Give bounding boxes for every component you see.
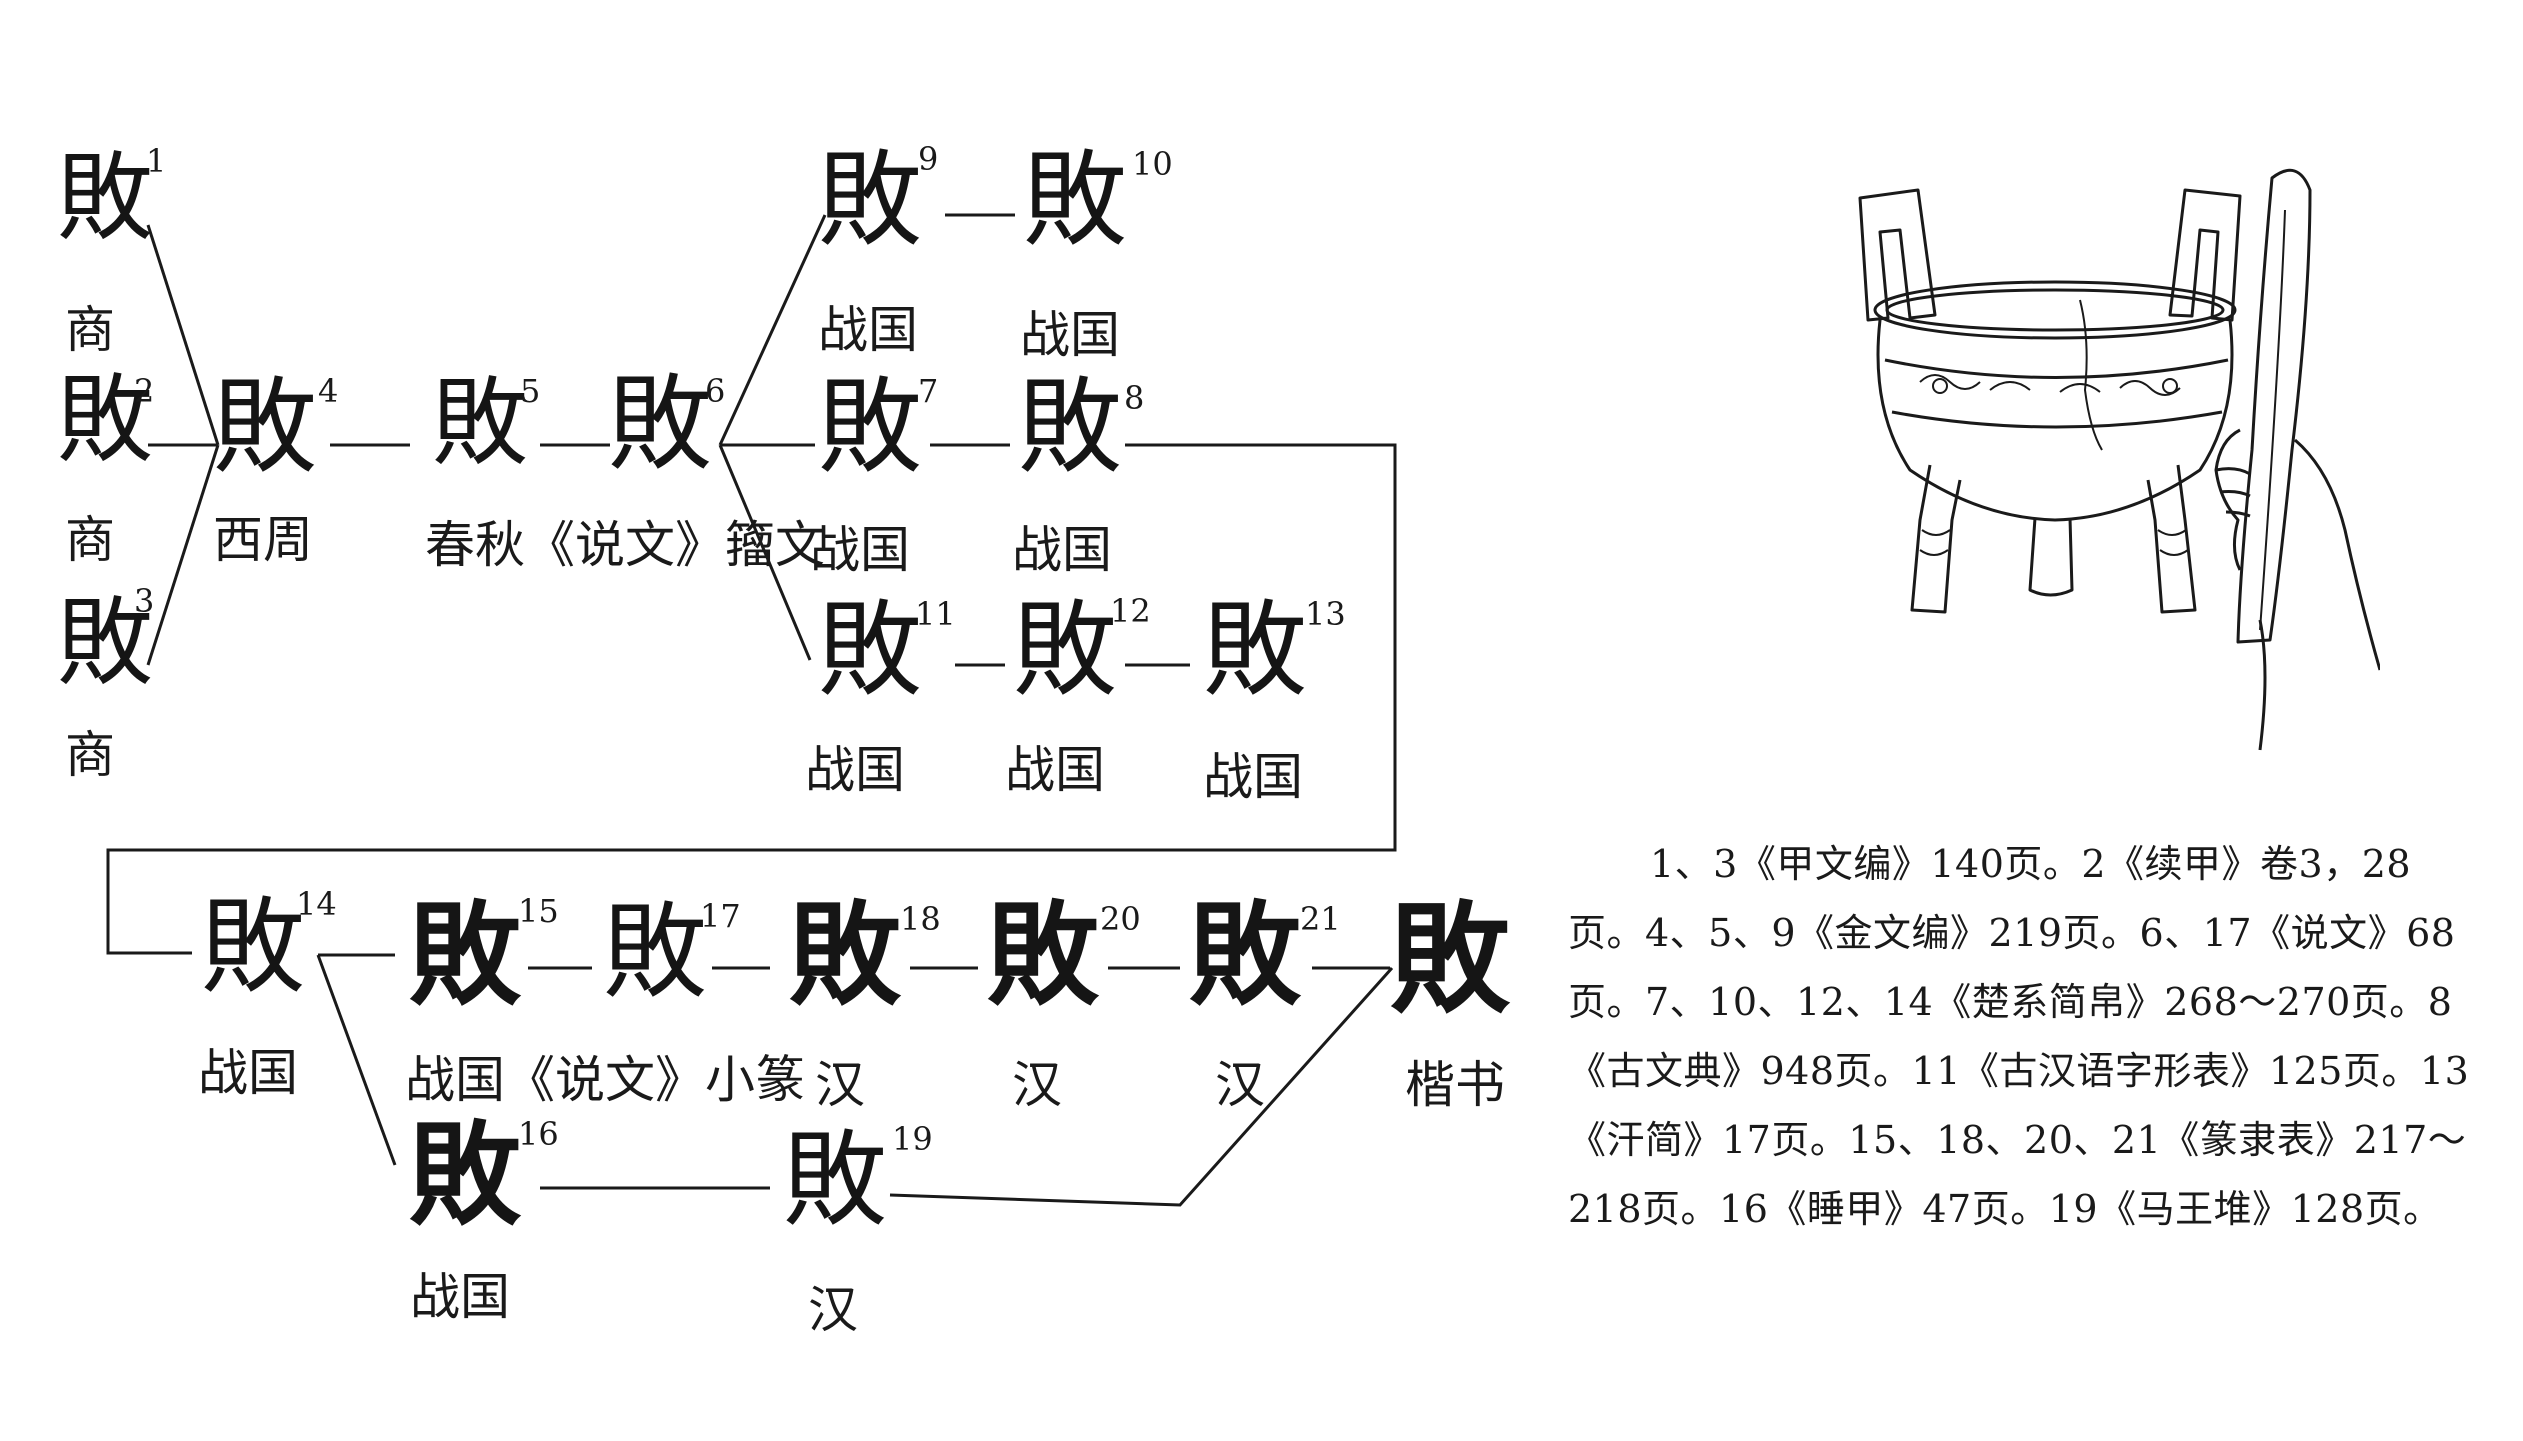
source-caption: 1、3《甲文编》140页。2《续甲》卷3，28页。4、5、9《金文编》219页。… xyxy=(1568,842,2470,1231)
glyph-16: 敗 xyxy=(409,1110,521,1241)
num-10: 10 xyxy=(1132,145,1173,183)
label-kaishu: 楷书 xyxy=(1405,1056,1505,1114)
glyph-1-shang: 敗 xyxy=(57,142,153,254)
glyph-4-xizhou: 敗 xyxy=(212,366,317,488)
glyph-17: 敗 xyxy=(602,891,707,1013)
num-8: 8 xyxy=(1124,379,1145,417)
num-3: 3 xyxy=(134,582,155,620)
label-21: 汉 xyxy=(1215,1056,1265,1114)
glyph-15: 敗 xyxy=(409,890,521,1021)
glyph-2-shang: 敗 xyxy=(57,364,153,476)
ding-vessel-illustration xyxy=(1858,168,2380,751)
glyph-13: 敗 xyxy=(1202,589,1307,711)
label-2: 商 xyxy=(65,511,115,569)
label-13: 战国 xyxy=(1203,748,1303,806)
label-3: 商 xyxy=(65,726,115,784)
label-4: 西周 xyxy=(213,511,313,569)
glyph-12: 敗 xyxy=(1012,589,1117,711)
glyph-21: 敗 xyxy=(1189,890,1301,1021)
glyph-19: 敗 xyxy=(782,1119,887,1241)
glyph-8: 敗 xyxy=(1017,366,1122,488)
num-4: 4 xyxy=(318,372,339,410)
num-7: 7 xyxy=(918,372,939,410)
label-1: 商 xyxy=(65,301,115,359)
label-18: 汉 xyxy=(815,1056,865,1114)
label-5: 春秋 xyxy=(425,516,525,574)
glyph-3-shang: 敗 xyxy=(57,587,153,699)
label-20: 汉 xyxy=(1012,1056,1062,1114)
label-16: 战国 xyxy=(410,1268,510,1326)
num-21: 21 xyxy=(1300,900,1341,938)
glyph-9: 敗 xyxy=(817,139,922,261)
num-5: 5 xyxy=(520,372,541,410)
glyph-11: 敗 xyxy=(817,589,922,711)
glyph-5-chunqiu: 敗 xyxy=(432,367,528,479)
num-2: 2 xyxy=(134,372,155,410)
glyph-20: 敗 xyxy=(987,890,1099,1021)
glyph-6-zhouwen: 敗 xyxy=(607,363,712,485)
num-19: 19 xyxy=(892,1120,933,1158)
label-9: 战国 xyxy=(818,301,918,359)
label-10: 战国 xyxy=(1020,306,1120,364)
label-6: 《说文》籀文 xyxy=(525,516,825,574)
num-12: 12 xyxy=(1110,592,1151,630)
label-19: 汉 xyxy=(808,1281,858,1339)
num-14: 14 xyxy=(296,885,337,923)
glyph-kaishu: 敗 xyxy=(1390,889,1510,1030)
glyph-14: 敗 xyxy=(200,886,305,1008)
glyph-7: 敗 xyxy=(817,366,922,488)
label-17: 《说文》小篆 xyxy=(505,1051,805,1109)
num-6: 6 xyxy=(705,372,726,410)
label-15: 战国 xyxy=(405,1051,505,1109)
num-17: 17 xyxy=(700,897,741,935)
num-13: 13 xyxy=(1305,595,1346,633)
label-11: 战国 xyxy=(805,741,905,799)
num-16: 16 xyxy=(518,1115,559,1153)
num-1: 1 xyxy=(146,142,167,180)
num-9: 9 xyxy=(918,140,939,178)
label-8: 战国 xyxy=(1012,521,1112,579)
glyph-10: 敗 xyxy=(1022,139,1127,261)
glyph-18: 敗 xyxy=(789,890,901,1021)
label-7: 战国 xyxy=(810,521,910,579)
num-18: 18 xyxy=(900,900,941,938)
label-12: 战国 xyxy=(1005,741,1105,799)
num-15: 15 xyxy=(518,892,559,930)
label-14: 战国 xyxy=(198,1044,298,1102)
num-20: 20 xyxy=(1100,900,1141,938)
num-11: 11 xyxy=(915,595,956,633)
